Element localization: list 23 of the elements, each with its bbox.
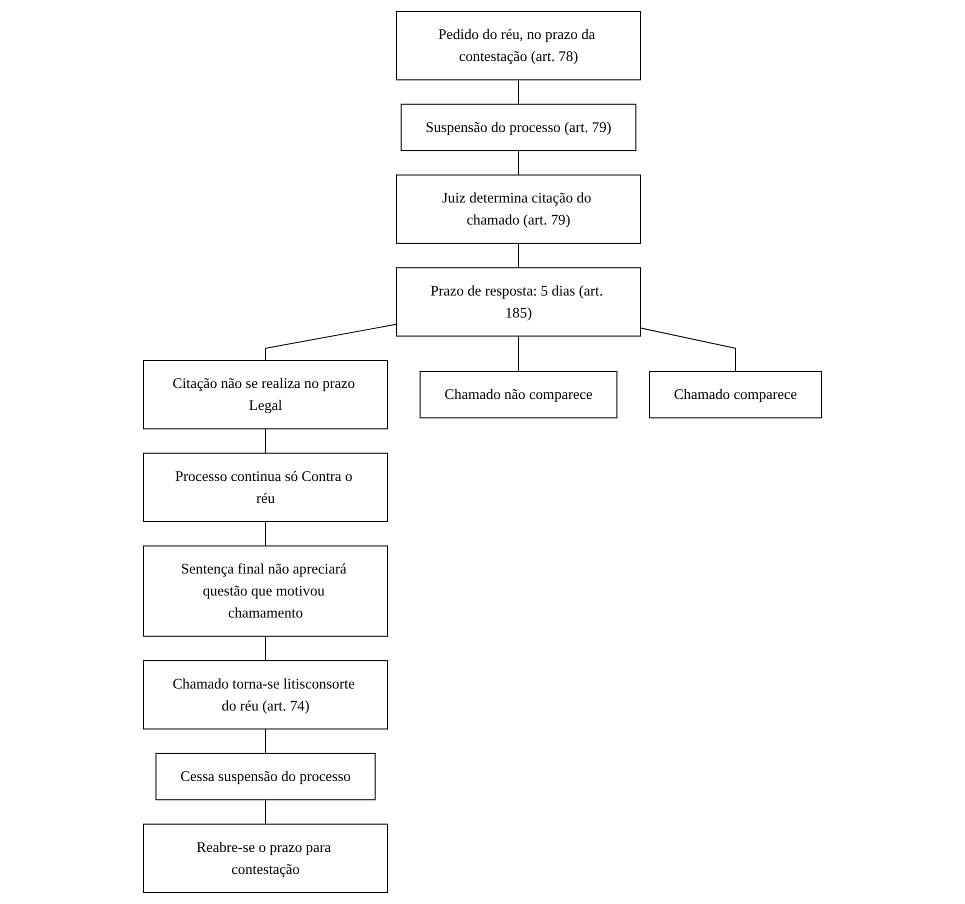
connector	[640, 328, 736, 372]
connector	[265, 521, 266, 546]
connector	[265, 324, 397, 361]
node-box: Sentença final não apreciará questão que motivou chamamento	[143, 545, 388, 637]
node-box: Prazo de resposta: 5 dias (art. 185)	[396, 267, 642, 337]
node-box: Cessa suspensão do processo	[155, 752, 376, 800]
connector	[265, 728, 266, 754]
node-box: Reabre-se o prazo para contestação	[143, 824, 388, 893]
node-box: Pedido do réu, no prazo da contestação (art. 78)	[396, 11, 642, 80]
node-box: Suspensão do processo (art. 79)	[400, 104, 636, 152]
connector	[265, 636, 266, 662]
node-box: Chamado não comparece	[420, 370, 618, 418]
connector	[265, 428, 266, 454]
node-box: Chamado comparece	[648, 370, 822, 418]
node-box: Juiz determina citação do chamado (art. 79)	[396, 174, 642, 244]
node-box: Chamado torna-se litisconsorte do réu (art. 74)	[143, 660, 388, 730]
connector	[518, 79, 519, 105]
connector	[265, 799, 266, 825]
connector	[518, 336, 519, 372]
node-box: Citação não se realiza no prazo Legal	[143, 360, 388, 430]
connector	[518, 150, 519, 176]
connector	[518, 242, 519, 268]
node-box: Processo continua só Contra o réu	[143, 452, 388, 522]
